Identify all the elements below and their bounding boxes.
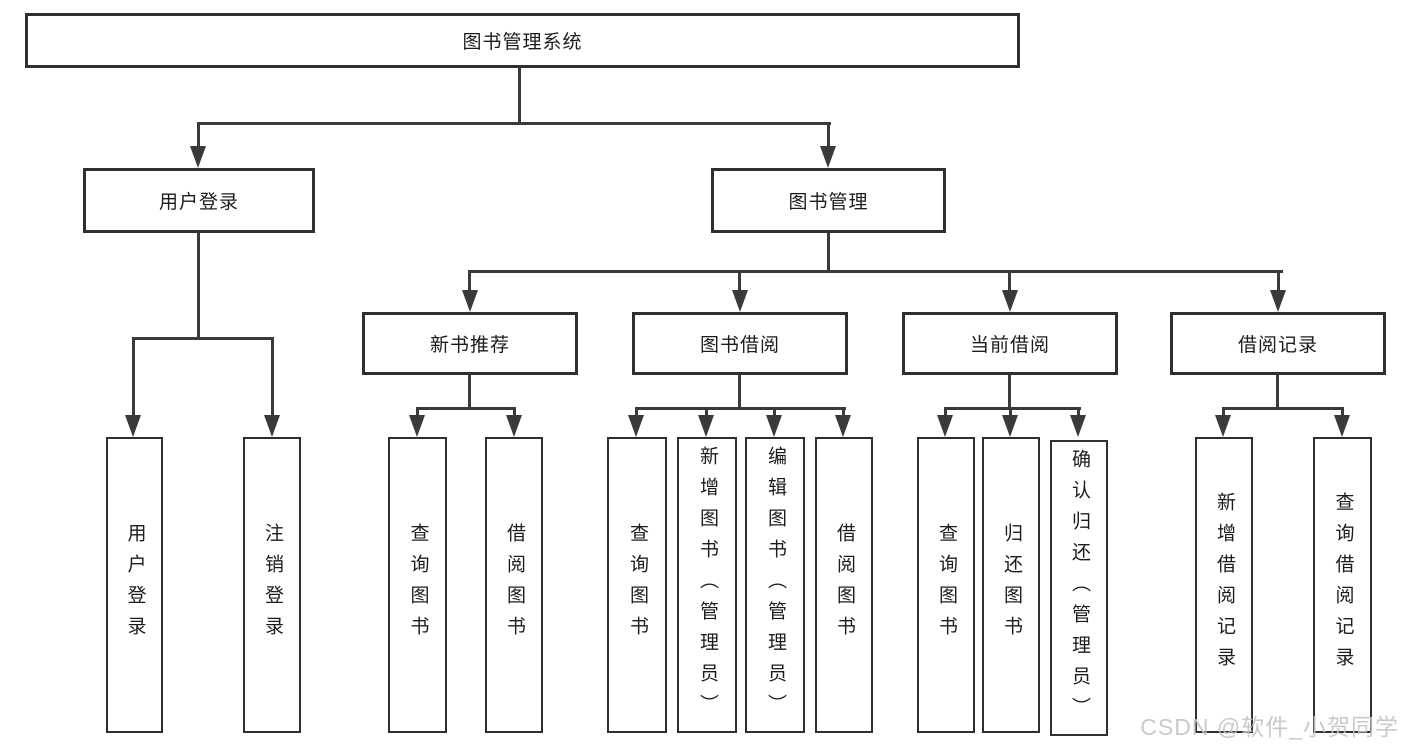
leaf-edit-books-admin: 编辑图书（管理员） [745,437,805,733]
arrow-down-icon [462,290,478,312]
arrow-down-icon [125,415,141,437]
leaf-label: 注销登录 [262,523,283,647]
connector-mgmt-stem [738,270,741,292]
leaf-label: 新增图书（管理员） [697,445,718,725]
connector-mgmt-rail [468,270,1283,273]
leaf-confirm-return-admin: 确认归还（管理员） [1050,440,1108,736]
node-label: 当前借阅 [969,335,1050,356]
leaf-return-books: 归还图书 [982,437,1040,733]
leaf-borrow-books: 借阅图书 [485,437,543,733]
connector-recommend-stem [513,407,516,417]
connector-records-trunk [1276,375,1279,410]
connector-records-stem [1341,407,1344,417]
connector-login-rail [132,337,274,340]
node-label: 用户登录 [158,192,239,213]
node-label: 图书管理 [788,192,869,213]
node-user-login-branch: 用户登录 [83,168,315,233]
node-new-book-recommendation: 新书推荐 [362,312,578,375]
leaf-label: 查询图书 [407,523,429,647]
connector-records-rail [1222,407,1344,410]
node-book-borrowing: 图书借阅 [632,312,848,375]
arrow-down-icon [628,415,644,437]
arrow-down-icon [1070,415,1086,437]
arrow-down-icon [698,415,714,437]
connector-root-right-stem [827,122,830,148]
arrow-down-icon [264,415,280,437]
connector-root-trunk [518,68,521,124]
leaf-label: 用户登录 [124,523,146,647]
leaf-borrow-books: 借阅图书 [815,437,873,733]
connector-mgmt-stem [1277,270,1280,292]
csdn-watermark: CSDN @软件_小贺同学 [1140,714,1399,740]
connector-current-stem [1009,407,1012,417]
node-borrowing-records: 借阅记录 [1170,312,1386,375]
leaf-add-books-admin: 新增图书（管理员） [677,437,737,733]
arrow-down-icon [1002,415,1018,437]
connector-root-rail [197,122,831,125]
leaf-label: 查询图书 [936,523,957,647]
node-current-borrowing: 当前借阅 [902,312,1118,375]
connector-login-stem [132,337,135,417]
leaf-label: 编辑图书（管理员） [765,445,786,725]
connector-current-rail [944,407,1081,410]
arrow-down-icon [1270,290,1286,312]
leaf-search-borrow-record: 查询借阅记录 [1313,437,1372,733]
connector-current-stem [1077,407,1080,417]
connector-borrow-stem [842,407,845,417]
arrow-down-icon [1334,415,1350,437]
connector-borrow-rail [635,407,846,410]
node-label: 新书推荐 [429,335,510,356]
connector-recommend-trunk [468,375,471,410]
leaf-label: 查询借阅记录 [1332,492,1354,678]
connector-current-stem [944,407,947,417]
leaf-label: 归还图书 [1001,523,1022,647]
connector-recommend-rail [416,407,516,410]
leaf-search-books: 查询图书 [917,437,975,733]
leaf-search-books: 查询图书 [388,437,447,733]
connector-mgmt-stem [1008,270,1011,292]
leaf-user-login: 用户登录 [106,437,163,733]
connector-root-left-stem [197,122,200,148]
connector-login-stem [271,337,274,417]
node-label: 借阅记录 [1237,335,1318,356]
arrow-down-icon [732,290,748,312]
leaf-logout: 注销登录 [243,437,301,733]
connector-borrow-trunk [738,375,741,410]
node-library-management-system: 图书管理系统 [25,13,1020,68]
connector-borrow-stem [705,407,708,417]
arrow-down-icon [190,146,206,168]
connector-borrow-stem [773,407,776,417]
arrow-down-icon [409,415,425,437]
leaf-label: 借阅图书 [504,523,525,647]
connector-records-stem [1222,407,1225,417]
arrow-down-icon [506,415,522,437]
leaf-search-books: 查询图书 [607,437,667,733]
arrow-down-icon [766,415,782,437]
connector-mgmt-trunk [827,233,830,273]
arrow-down-icon [835,415,851,437]
node-label: 图书借阅 [699,335,780,356]
leaf-label: 查询图书 [627,523,648,647]
leaf-label: 确认归还（管理员） [1069,448,1090,728]
leaf-label: 借阅图书 [834,523,855,647]
connector-recommend-stem [416,407,419,417]
connector-current-trunk [1008,375,1011,410]
connector-borrow-stem [635,407,638,417]
node-label: 图书管理系统 [462,32,583,53]
arrow-down-icon [1002,290,1018,312]
leaf-add-borrow-record: 新增借阅记录 [1195,437,1253,733]
arrow-down-icon [820,146,836,168]
connector-mgmt-stem [468,270,471,292]
connector-login-trunk [197,233,200,340]
arrow-down-icon [937,415,953,437]
node-book-management-branch: 图书管理 [711,168,946,233]
arrow-down-icon [1215,415,1231,437]
leaf-label: 新增借阅记录 [1214,492,1235,678]
